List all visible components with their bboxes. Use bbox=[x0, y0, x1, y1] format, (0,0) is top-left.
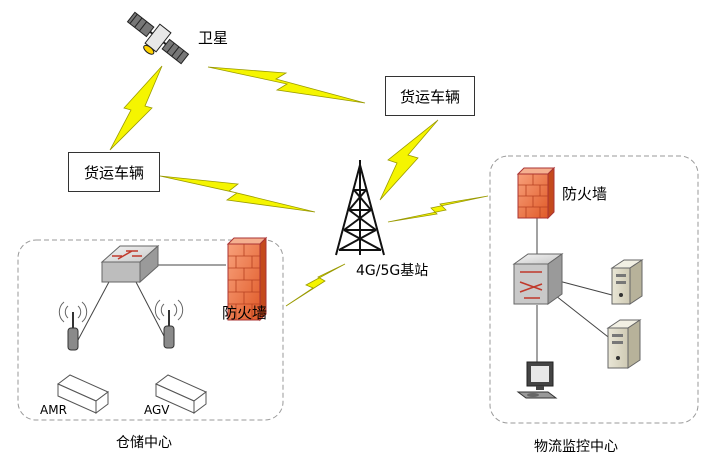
truck-top-label: 货运车辆 bbox=[399, 87, 460, 106]
truck-left-node: 货运车辆 bbox=[68, 152, 160, 192]
wireless-link-truck-top-tower bbox=[379, 119, 439, 201]
wireless-access-point-right-icon bbox=[154, 299, 184, 349]
satellite-icon bbox=[126, 11, 190, 65]
wireless-link-satellite-truck-top bbox=[207, 66, 366, 104]
logistics-core-switch-icon bbox=[512, 253, 564, 305]
agv-label: AGV bbox=[144, 403, 170, 417]
wired-links bbox=[77, 218, 613, 362]
wireless-link-logistics-tower bbox=[387, 195, 489, 223]
warehouse-group-label: 仓储中心 bbox=[116, 435, 172, 451]
warehouse-firewall-label: 防火墙 bbox=[222, 304, 268, 322]
wireless-link-warehouse-tower bbox=[285, 263, 346, 307]
base-station-label: 4G/5G基站 bbox=[356, 263, 429, 279]
warehouse-switch-icon bbox=[100, 244, 160, 284]
logistics-group-label: 物流监控中心 bbox=[534, 439, 618, 455]
amr-label: AMR bbox=[40, 403, 67, 417]
server-bottom-icon bbox=[606, 319, 642, 369]
wireless-link-satellite-truck-left bbox=[109, 65, 163, 151]
amr-robot-icon bbox=[57, 374, 109, 414]
workstation-computer-icon bbox=[516, 361, 558, 399]
truck-left-label: 货运车辆 bbox=[83, 163, 144, 182]
logistics-firewall-icon bbox=[516, 166, 556, 220]
logistics-firewall-label: 防火墙 bbox=[562, 185, 608, 203]
warehouse-firewall-icon bbox=[226, 236, 268, 322]
warehouse-group-boundary bbox=[17, 239, 284, 421]
wireless-link-truck-left-tower bbox=[159, 175, 316, 213]
base-station-tower-icon bbox=[335, 160, 385, 256]
logistics-group-boundary bbox=[489, 155, 699, 424]
truck-top-node: 货运车辆 bbox=[385, 76, 475, 116]
wireless-access-point-left-icon bbox=[58, 301, 88, 351]
wireless-links bbox=[109, 65, 489, 307]
satellite-label: 卫星 bbox=[198, 29, 229, 47]
agv-vehicle-icon bbox=[155, 374, 207, 414]
server-top-icon bbox=[610, 259, 644, 305]
